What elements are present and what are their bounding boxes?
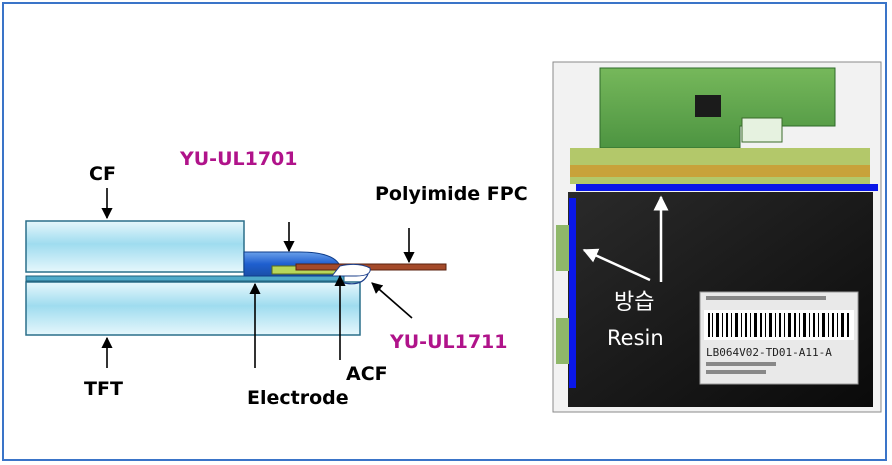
label-moisture-proof: 방습 — [614, 290, 654, 315]
cross-section-diagram: CF TFT YU-UL1701 Polyimide FPC YU-UL1711… — [25, 148, 528, 409]
panel-small-print-1 — [706, 362, 776, 366]
panel-barcode — [704, 310, 854, 340]
cf-glass-layer — [25, 220, 245, 273]
resin-arrow-left — [582, 248, 651, 282]
tft-glass-layer — [25, 281, 361, 336]
label-cf: CF — [89, 163, 116, 185]
label-acf: ACF — [346, 363, 388, 385]
label-polyimide-fpc: Polyimide FPC — [375, 183, 528, 205]
panel-model-text: LB064V02-TD01-A11-A — [706, 346, 832, 359]
label-resin: Resin — [607, 326, 664, 350]
side-connector-top — [556, 225, 570, 271]
product-photo: LB064V02-TD01-A11-A 방습 Resin — [552, 61, 882, 413]
panel-small-print-2 — [706, 370, 766, 374]
pcb-sticker — [741, 117, 783, 143]
side-connector-bottom — [556, 318, 570, 364]
pcb-ic-chip — [695, 95, 721, 117]
fpc-gold-strip — [570, 165, 870, 177]
electrode-layer — [25, 275, 345, 282]
label-tft: TFT — [84, 378, 123, 400]
label-yu-ul1701: YU-UL1701 — [179, 148, 298, 170]
panel-small-print-3 — [706, 296, 826, 300]
yu-ul1711-arrow — [371, 282, 413, 319]
polyimide-fpc-strip — [295, 263, 447, 271]
slide-frame — [2, 2, 887, 461]
highlight-bar-vertical — [569, 198, 576, 388]
label-electrode: Electrode — [247, 387, 349, 409]
highlight-bar-horizontal — [576, 184, 878, 191]
resin-yu-ul1711-shape — [330, 263, 371, 277]
label-yu-ul1711: YU-UL1711 — [389, 331, 508, 353]
